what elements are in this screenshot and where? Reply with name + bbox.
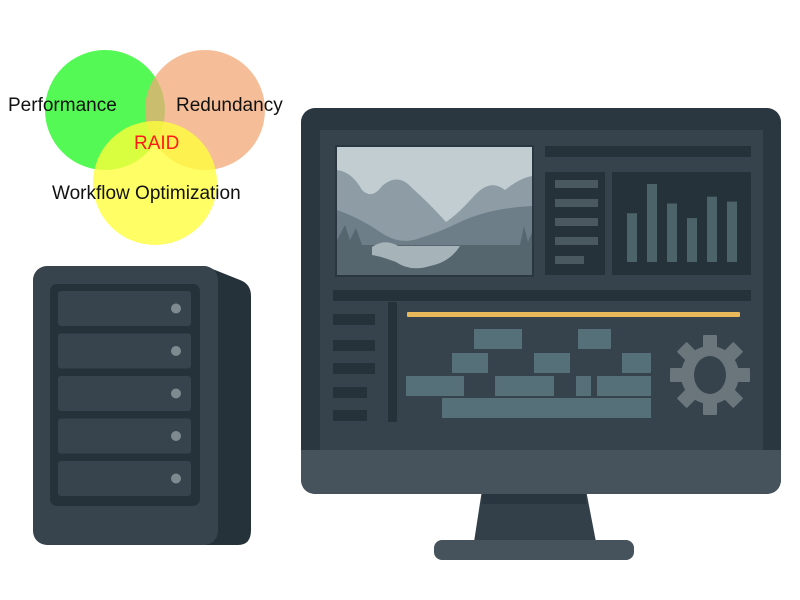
- drive-bay: [58, 461, 191, 496]
- timeline-clip: [622, 353, 651, 373]
- list-line: [555, 237, 598, 245]
- timeline-clip: [578, 329, 611, 349]
- mini-chart-bar: [647, 184, 657, 262]
- mini-chart-bar: [667, 203, 677, 262]
- mini-chart-bar: [687, 218, 697, 262]
- timeline-divider: [388, 302, 397, 422]
- drive-led-icon: [171, 473, 181, 484]
- drive-led-icon: [171, 303, 181, 314]
- drive-led-icon: [171, 431, 181, 441]
- timeline-clip: [495, 376, 554, 396]
- list-line: [555, 180, 598, 188]
- drive-led-icon: [171, 346, 181, 356]
- monitor-chin: [301, 450, 781, 494]
- venn-label-performance: Performance: [8, 95, 117, 116]
- gear-icon: [670, 335, 750, 415]
- drive-bay: [58, 418, 191, 454]
- drive-bay: [58, 333, 191, 369]
- video-preview: [335, 145, 534, 277]
- timeline-clip: [534, 353, 570, 373]
- venn-label-workflow: Workflow Optimization: [52, 183, 241, 204]
- track-label: [333, 363, 375, 374]
- list-line: [555, 218, 598, 226]
- timeline-clip: [597, 376, 651, 396]
- timeline-header-bar: [333, 290, 751, 301]
- mini-chart-bar: [707, 196, 717, 262]
- timeline-clip: [452, 353, 488, 373]
- drive-led-icon: [171, 388, 181, 399]
- track-label: [333, 387, 367, 398]
- timeline-clip: [474, 329, 522, 349]
- timeline-clip: [576, 376, 591, 396]
- track-label: [333, 314, 375, 325]
- timeline-clip: [406, 376, 464, 396]
- drive-bay: [58, 291, 191, 326]
- track-label: [333, 340, 375, 351]
- venn-circle-workflow: [93, 121, 217, 245]
- list-line: [555, 199, 598, 207]
- venn-label-redundancy: Redundancy: [176, 95, 283, 116]
- panel-header-bar: [545, 146, 751, 157]
- track-label: [333, 410, 367, 421]
- mini-chart-bar: [627, 213, 637, 262]
- mini-chart-bar: [727, 201, 737, 262]
- list-line: [555, 256, 584, 264]
- drive-bay: [58, 376, 191, 411]
- timeline-clip: [442, 398, 651, 418]
- timeline-playhead-bar: [407, 312, 740, 317]
- monitor-stand-base: [434, 540, 634, 560]
- venn-center-label: RAID: [134, 133, 180, 154]
